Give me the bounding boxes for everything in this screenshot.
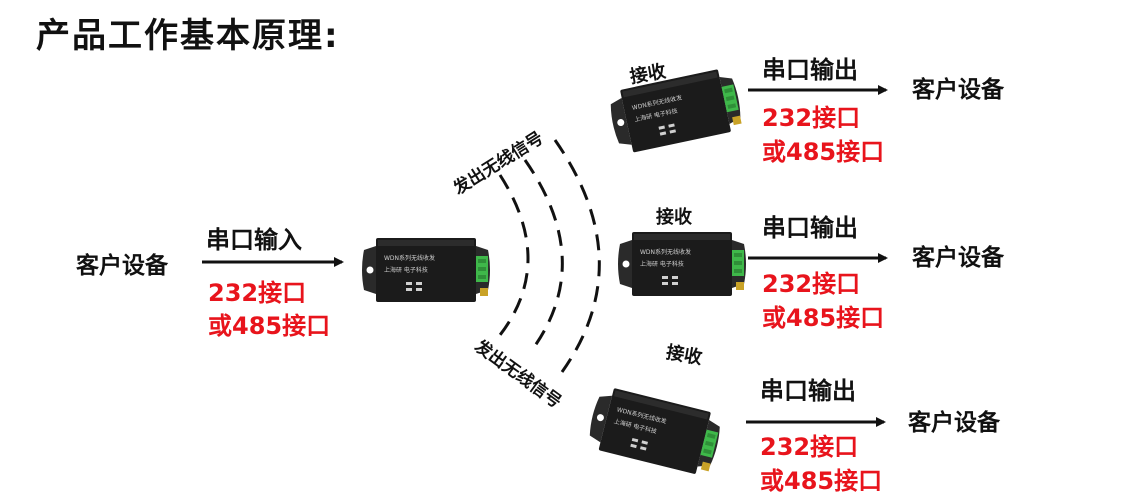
receiver-1-iface-485: 或485接口	[762, 138, 885, 166]
receiver-1-iface-232: 232接口	[762, 104, 861, 132]
receiver-device-3	[584, 384, 725, 478]
receiver-3-device-label: 客户设备	[908, 410, 1000, 436]
receiver-1-port-label: 串口输出	[762, 56, 858, 84]
wireless-arc-3	[553, 139, 601, 373]
input-iface-232: 232接口	[208, 279, 307, 307]
receiver-2-iface-485: 或485接口	[762, 304, 885, 332]
receiver-2-label: 接收	[656, 207, 692, 228]
receiver-device-1	[606, 66, 745, 156]
wireless-arc-2	[523, 159, 564, 351]
receiver-2-device-label: 客户设备	[912, 245, 1004, 271]
input-iface-485: 或485接口	[208, 312, 331, 340]
receiver-2-iface-232: 232接口	[762, 270, 861, 298]
receiver-3-iface-485: 或485接口	[760, 467, 883, 495]
page-title: 产品工作基本原理:	[36, 16, 340, 56]
transmitter-device	[362, 238, 490, 302]
input-device-label: 客户设备	[76, 253, 168, 279]
receiver-3-port-label: 串口输出	[760, 377, 856, 405]
wireless-arc-1	[498, 174, 530, 336]
receiver-3-iface-232: 232接口	[760, 433, 859, 461]
receiver-1-device-label: 客户设备	[912, 77, 1004, 103]
input-port-label: 串口输入	[206, 226, 302, 254]
receiver-2-port-label: 串口输出	[762, 214, 858, 242]
receiver-device-2	[618, 232, 746, 296]
